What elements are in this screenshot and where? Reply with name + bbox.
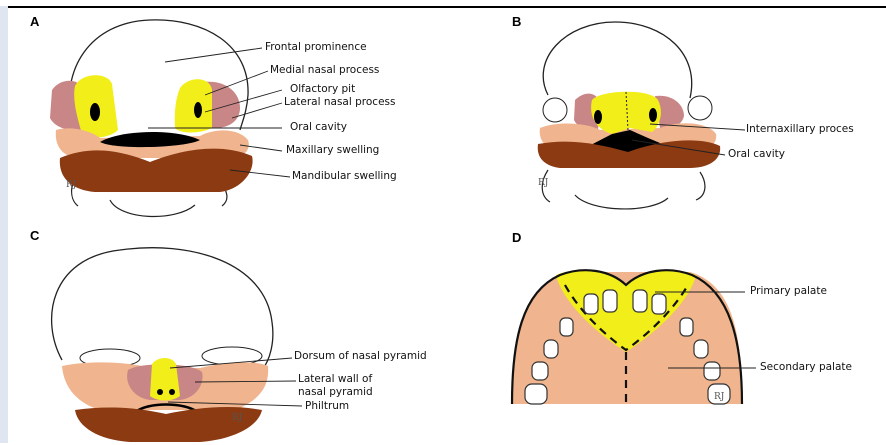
- panel-c-drawing: [52, 248, 302, 442]
- panel-b-eye-right: [688, 96, 712, 120]
- panel-a-letter: A: [30, 14, 39, 29]
- label-dorsum-nasal-pyramid: Dorsum of nasal pyramid: [294, 350, 427, 362]
- label-maxillary-swelling: Maxillary swelling: [286, 144, 379, 156]
- panel-b-olfactory-left: [594, 110, 602, 124]
- label-internaxillary-process: Internaxillary proces: [746, 123, 854, 135]
- tooth: [544, 340, 558, 358]
- label-mandibular-swelling: Mandibular swelling: [292, 170, 397, 182]
- panel-b-signature: RJ: [538, 178, 548, 188]
- tooth: [532, 362, 548, 380]
- label-lateral-wall-line1: Lateral wall of: [298, 373, 372, 385]
- panel-c-eye-right: [202, 347, 262, 365]
- tooth: [633, 290, 647, 312]
- panel-b-olfactory-right: [649, 108, 657, 122]
- tooth: [704, 362, 720, 380]
- tooth: [584, 294, 598, 314]
- panel-b-eye-left: [543, 98, 567, 122]
- panel-c-nostril-right: [169, 389, 175, 395]
- panel-b-lower-outline: [542, 170, 705, 209]
- label-lateral-nasal-process: Lateral nasal process: [284, 96, 395, 108]
- label-oral-cavity-b: Oral cavity: [728, 148, 785, 160]
- panel-c-letter: C: [30, 228, 39, 243]
- tooth: [680, 318, 693, 336]
- panel-d-drawing: [512, 270, 756, 404]
- panel-b-drawing: [538, 22, 745, 209]
- label-oral-cavity-a: Oral cavity: [290, 121, 347, 133]
- panel-a-drawing: [50, 20, 290, 217]
- label-frontal-prominence: Frontal prominence: [265, 41, 367, 53]
- panel-a-olfactory-left: [90, 103, 100, 121]
- label-philtrum: Philtrum: [305, 400, 349, 412]
- tooth: [652, 294, 666, 314]
- panel-d-letter: D: [512, 230, 521, 245]
- label-primary-palate: Primary palate: [750, 285, 827, 297]
- label-secondary-palate: Secondary palate: [760, 361, 852, 373]
- label-olfactory-pit: Olfactory pit: [290, 83, 355, 95]
- tooth: [525, 384, 547, 404]
- tooth: [694, 340, 708, 358]
- label-lateral-wall-line2: nasal pyramid: [298, 386, 373, 398]
- panel-a-signature: RJ: [66, 180, 76, 190]
- panel-c-signature: RJ: [232, 413, 242, 423]
- panel-c-dorsum: [150, 358, 180, 401]
- panel-c-nostril-left: [157, 389, 163, 395]
- panel-a-olfactory-right: [194, 102, 202, 118]
- panel-d-signature: RJ: [714, 392, 724, 402]
- panel-b-letter: B: [512, 14, 521, 29]
- panel-b-head-outline: [543, 22, 692, 98]
- tooth: [603, 290, 617, 312]
- label-medial-nasal-process: Medial nasal process: [270, 64, 379, 76]
- tooth: [560, 318, 573, 336]
